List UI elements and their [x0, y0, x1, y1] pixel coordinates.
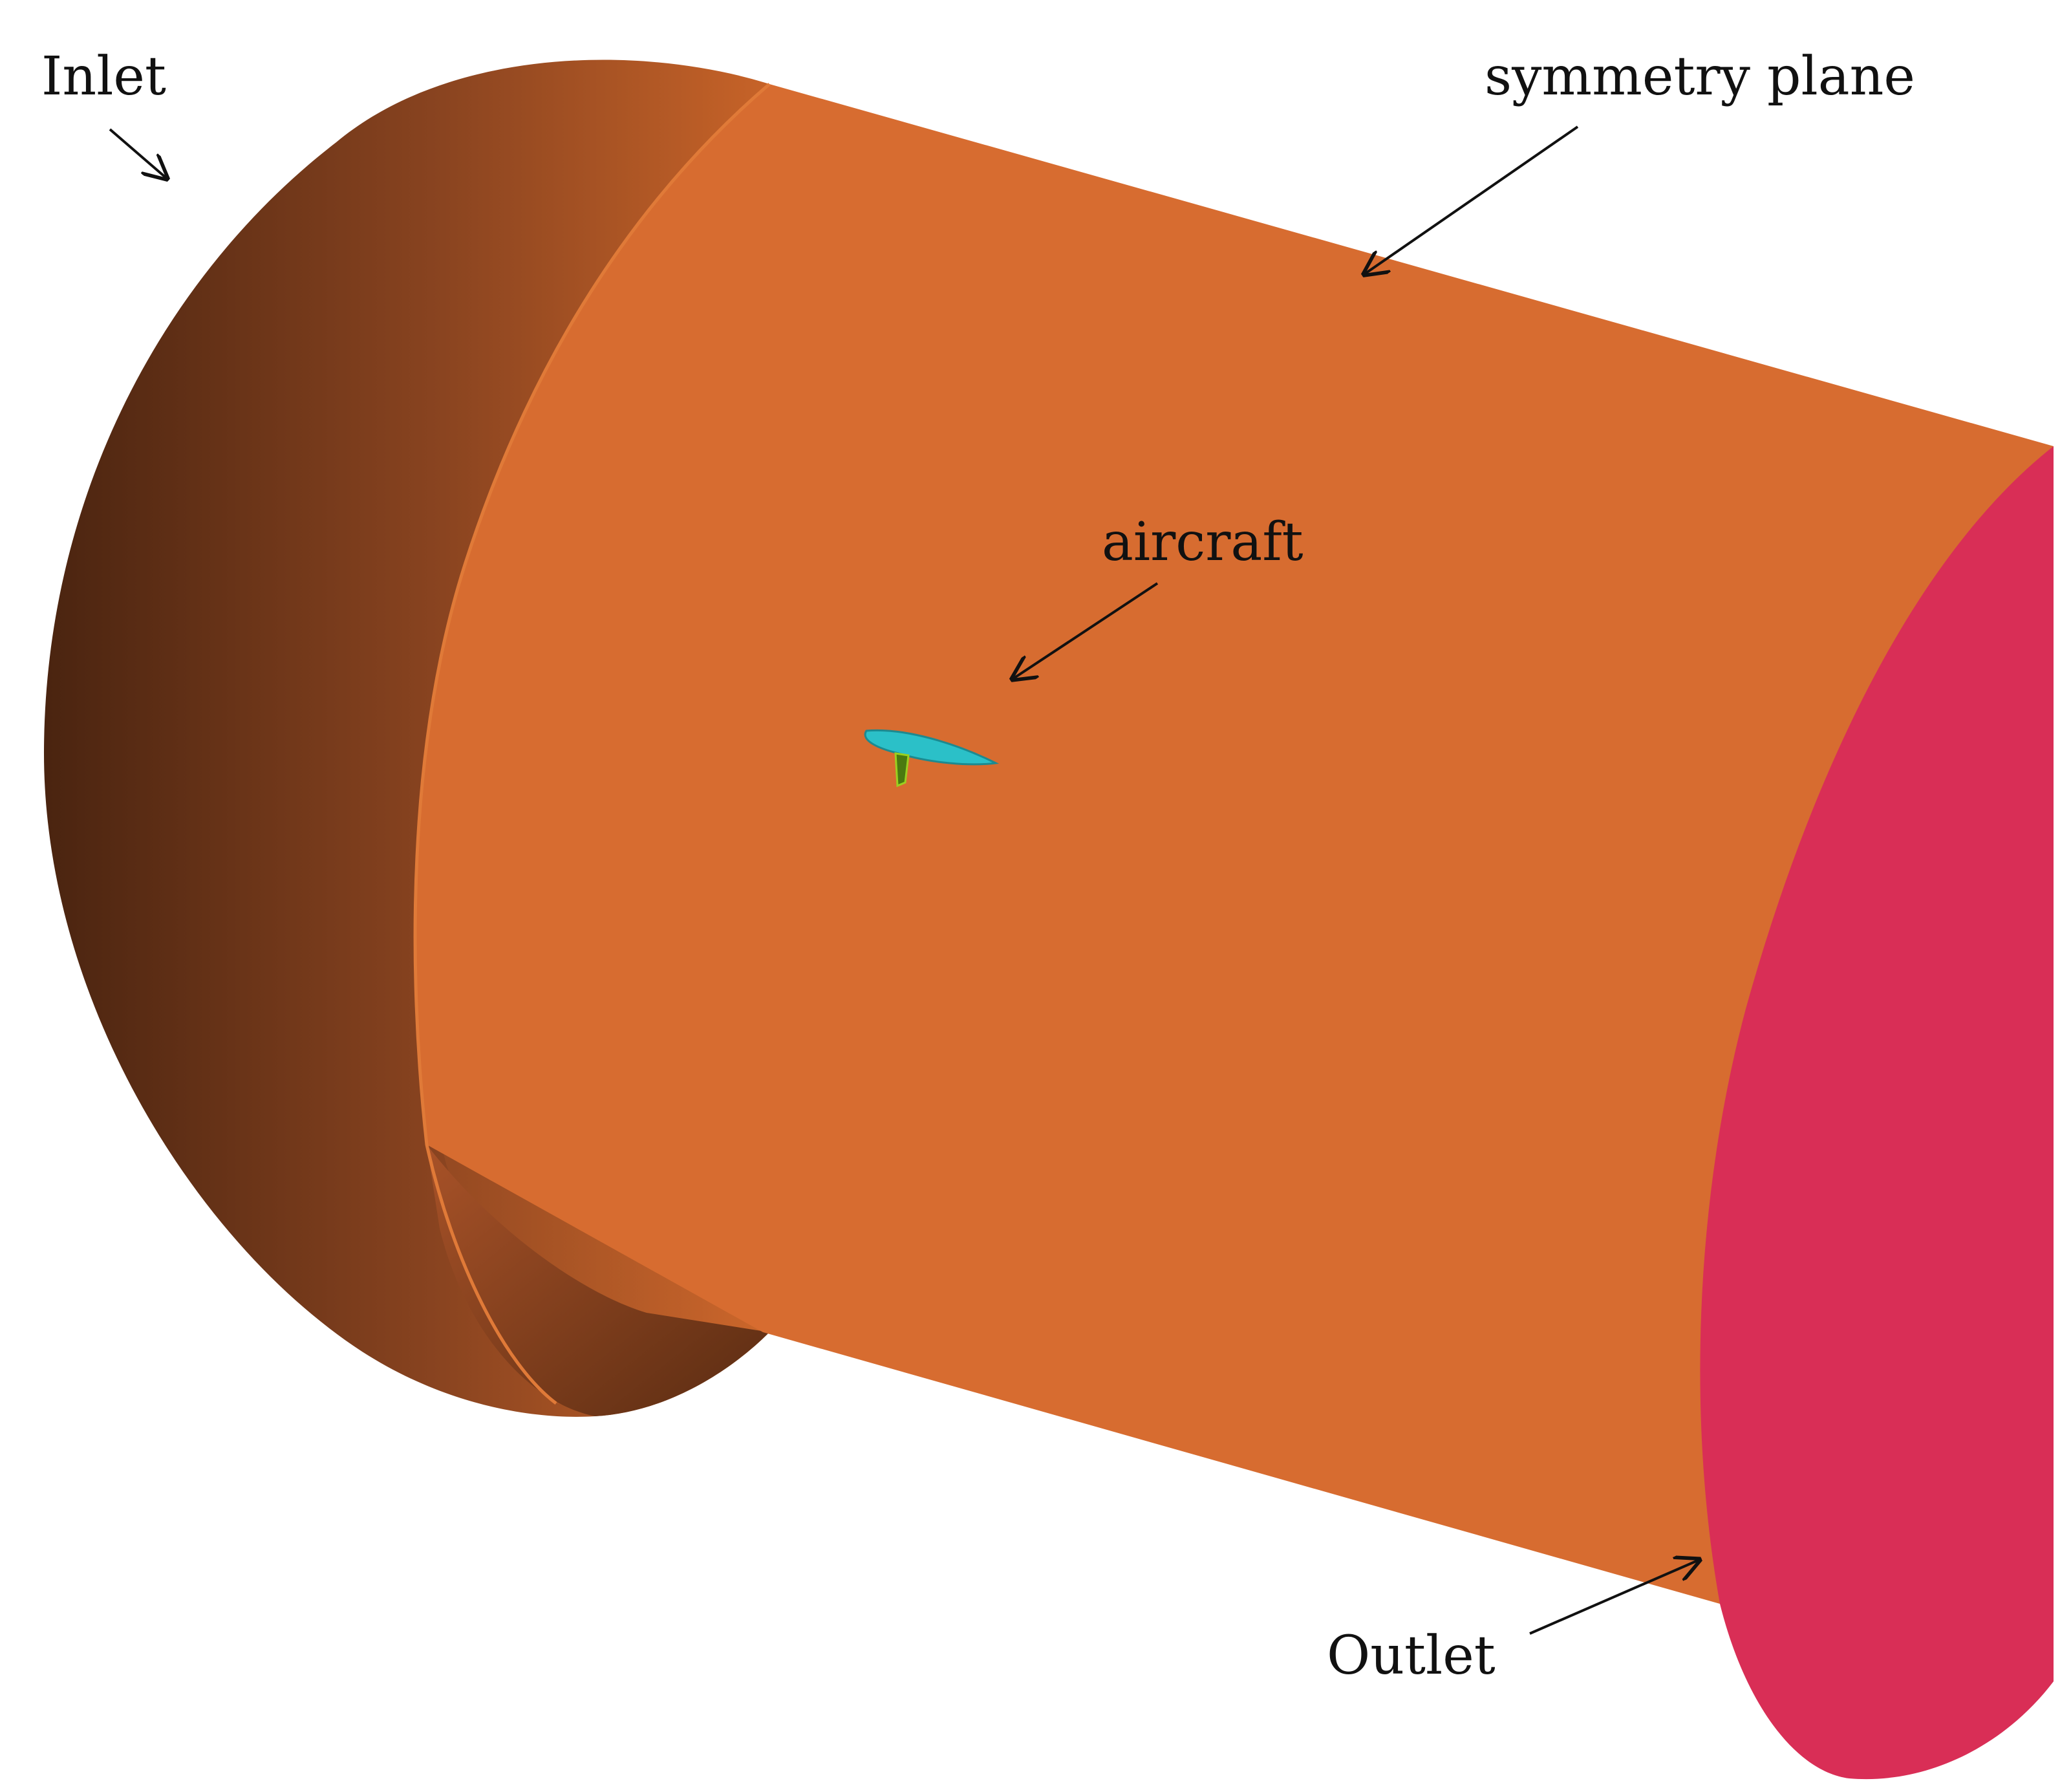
outlet-surface — [1700, 446, 2054, 1780]
inlet-lower-wedge — [427, 1145, 769, 1416]
symmetry-plane-arrow — [1364, 125, 1579, 274]
outlet-label: Outlet — [1327, 1625, 1496, 1687]
aircraft-arrow — [1013, 582, 1159, 679]
symmetry-plane-label: symmetry plane — [1485, 46, 1915, 107]
outlet-arrow — [1529, 1560, 1699, 1635]
inlet-label: Inlet — [41, 46, 166, 107]
inlet-seam-line — [413, 83, 771, 1405]
inlet-arrow — [109, 128, 167, 178]
symmetry-plane-surface — [415, 84, 2054, 1630]
aircraft-wing — [864, 729, 1000, 766]
aircraft-fin — [894, 752, 910, 788]
aircraft-model — [864, 729, 1000, 788]
aircraft-label: aircraft — [1102, 512, 1304, 573]
